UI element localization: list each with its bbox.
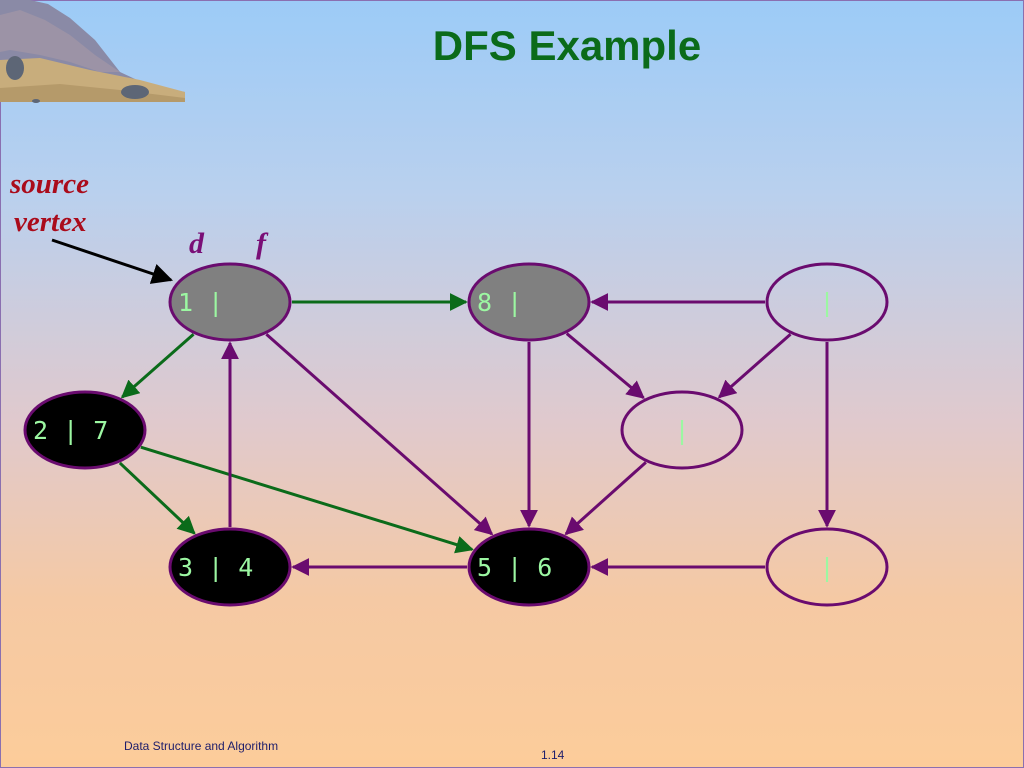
node-nBR: | bbox=[765, 527, 889, 607]
node-label: | bbox=[819, 288, 834, 317]
slide-title: DFS Example bbox=[432, 22, 702, 69]
node-n1: 1 | bbox=[168, 262, 292, 342]
landscape-clipart bbox=[0, 0, 185, 103]
edge-nMR-n5 bbox=[564, 461, 647, 536]
edges-layer bbox=[118, 293, 836, 576]
edge-n2-n5 bbox=[140, 445, 474, 554]
node-nTR: | bbox=[765, 262, 889, 342]
node-shape bbox=[467, 262, 591, 342]
edge-n1-n5 bbox=[265, 333, 494, 536]
node-label: 5 | 6 bbox=[477, 553, 552, 582]
discovery-time-label: d bbox=[189, 227, 204, 260]
node-label: 1 | bbox=[178, 288, 223, 317]
node-shape bbox=[23, 390, 147, 470]
node-shape bbox=[765, 527, 889, 607]
source-label-line1: source bbox=[10, 168, 89, 200]
edge-n1-n2 bbox=[120, 333, 195, 399]
node-nMR: | bbox=[620, 390, 744, 470]
nodes-layer: 1 | 8 | | 2 | 7 | 3 | 4 5 | 6 | bbox=[23, 262, 889, 607]
node-n8: 8 | bbox=[467, 262, 591, 342]
node-shape bbox=[620, 390, 744, 470]
node-shape bbox=[765, 262, 889, 342]
node-label: | bbox=[819, 553, 834, 582]
node-label: 2 | 7 bbox=[33, 416, 108, 445]
node-label: | bbox=[674, 416, 689, 445]
node-label: 8 | bbox=[477, 288, 522, 317]
finish-time-label: f bbox=[256, 227, 266, 260]
node-shape bbox=[168, 527, 292, 607]
node-label: 3 | 4 bbox=[178, 553, 253, 582]
node-n2: 2 | 7 bbox=[23, 390, 147, 470]
edge-n2-n3 bbox=[118, 461, 196, 535]
node-shape bbox=[467, 527, 591, 607]
node-shape bbox=[168, 262, 292, 342]
node-n5: 5 | 6 bbox=[467, 527, 591, 607]
edge-nTR-nMR bbox=[717, 333, 792, 399]
node-n3: 3 | 4 bbox=[168, 527, 292, 607]
edge-n8-nMR bbox=[565, 332, 645, 399]
footer-slide-number: 1.14 bbox=[541, 748, 565, 762]
source-vertex-arrow bbox=[51, 238, 173, 284]
source-label-line2: vertex bbox=[14, 206, 87, 238]
footer-course-title: Data Structure and Algorithm bbox=[124, 739, 279, 753]
